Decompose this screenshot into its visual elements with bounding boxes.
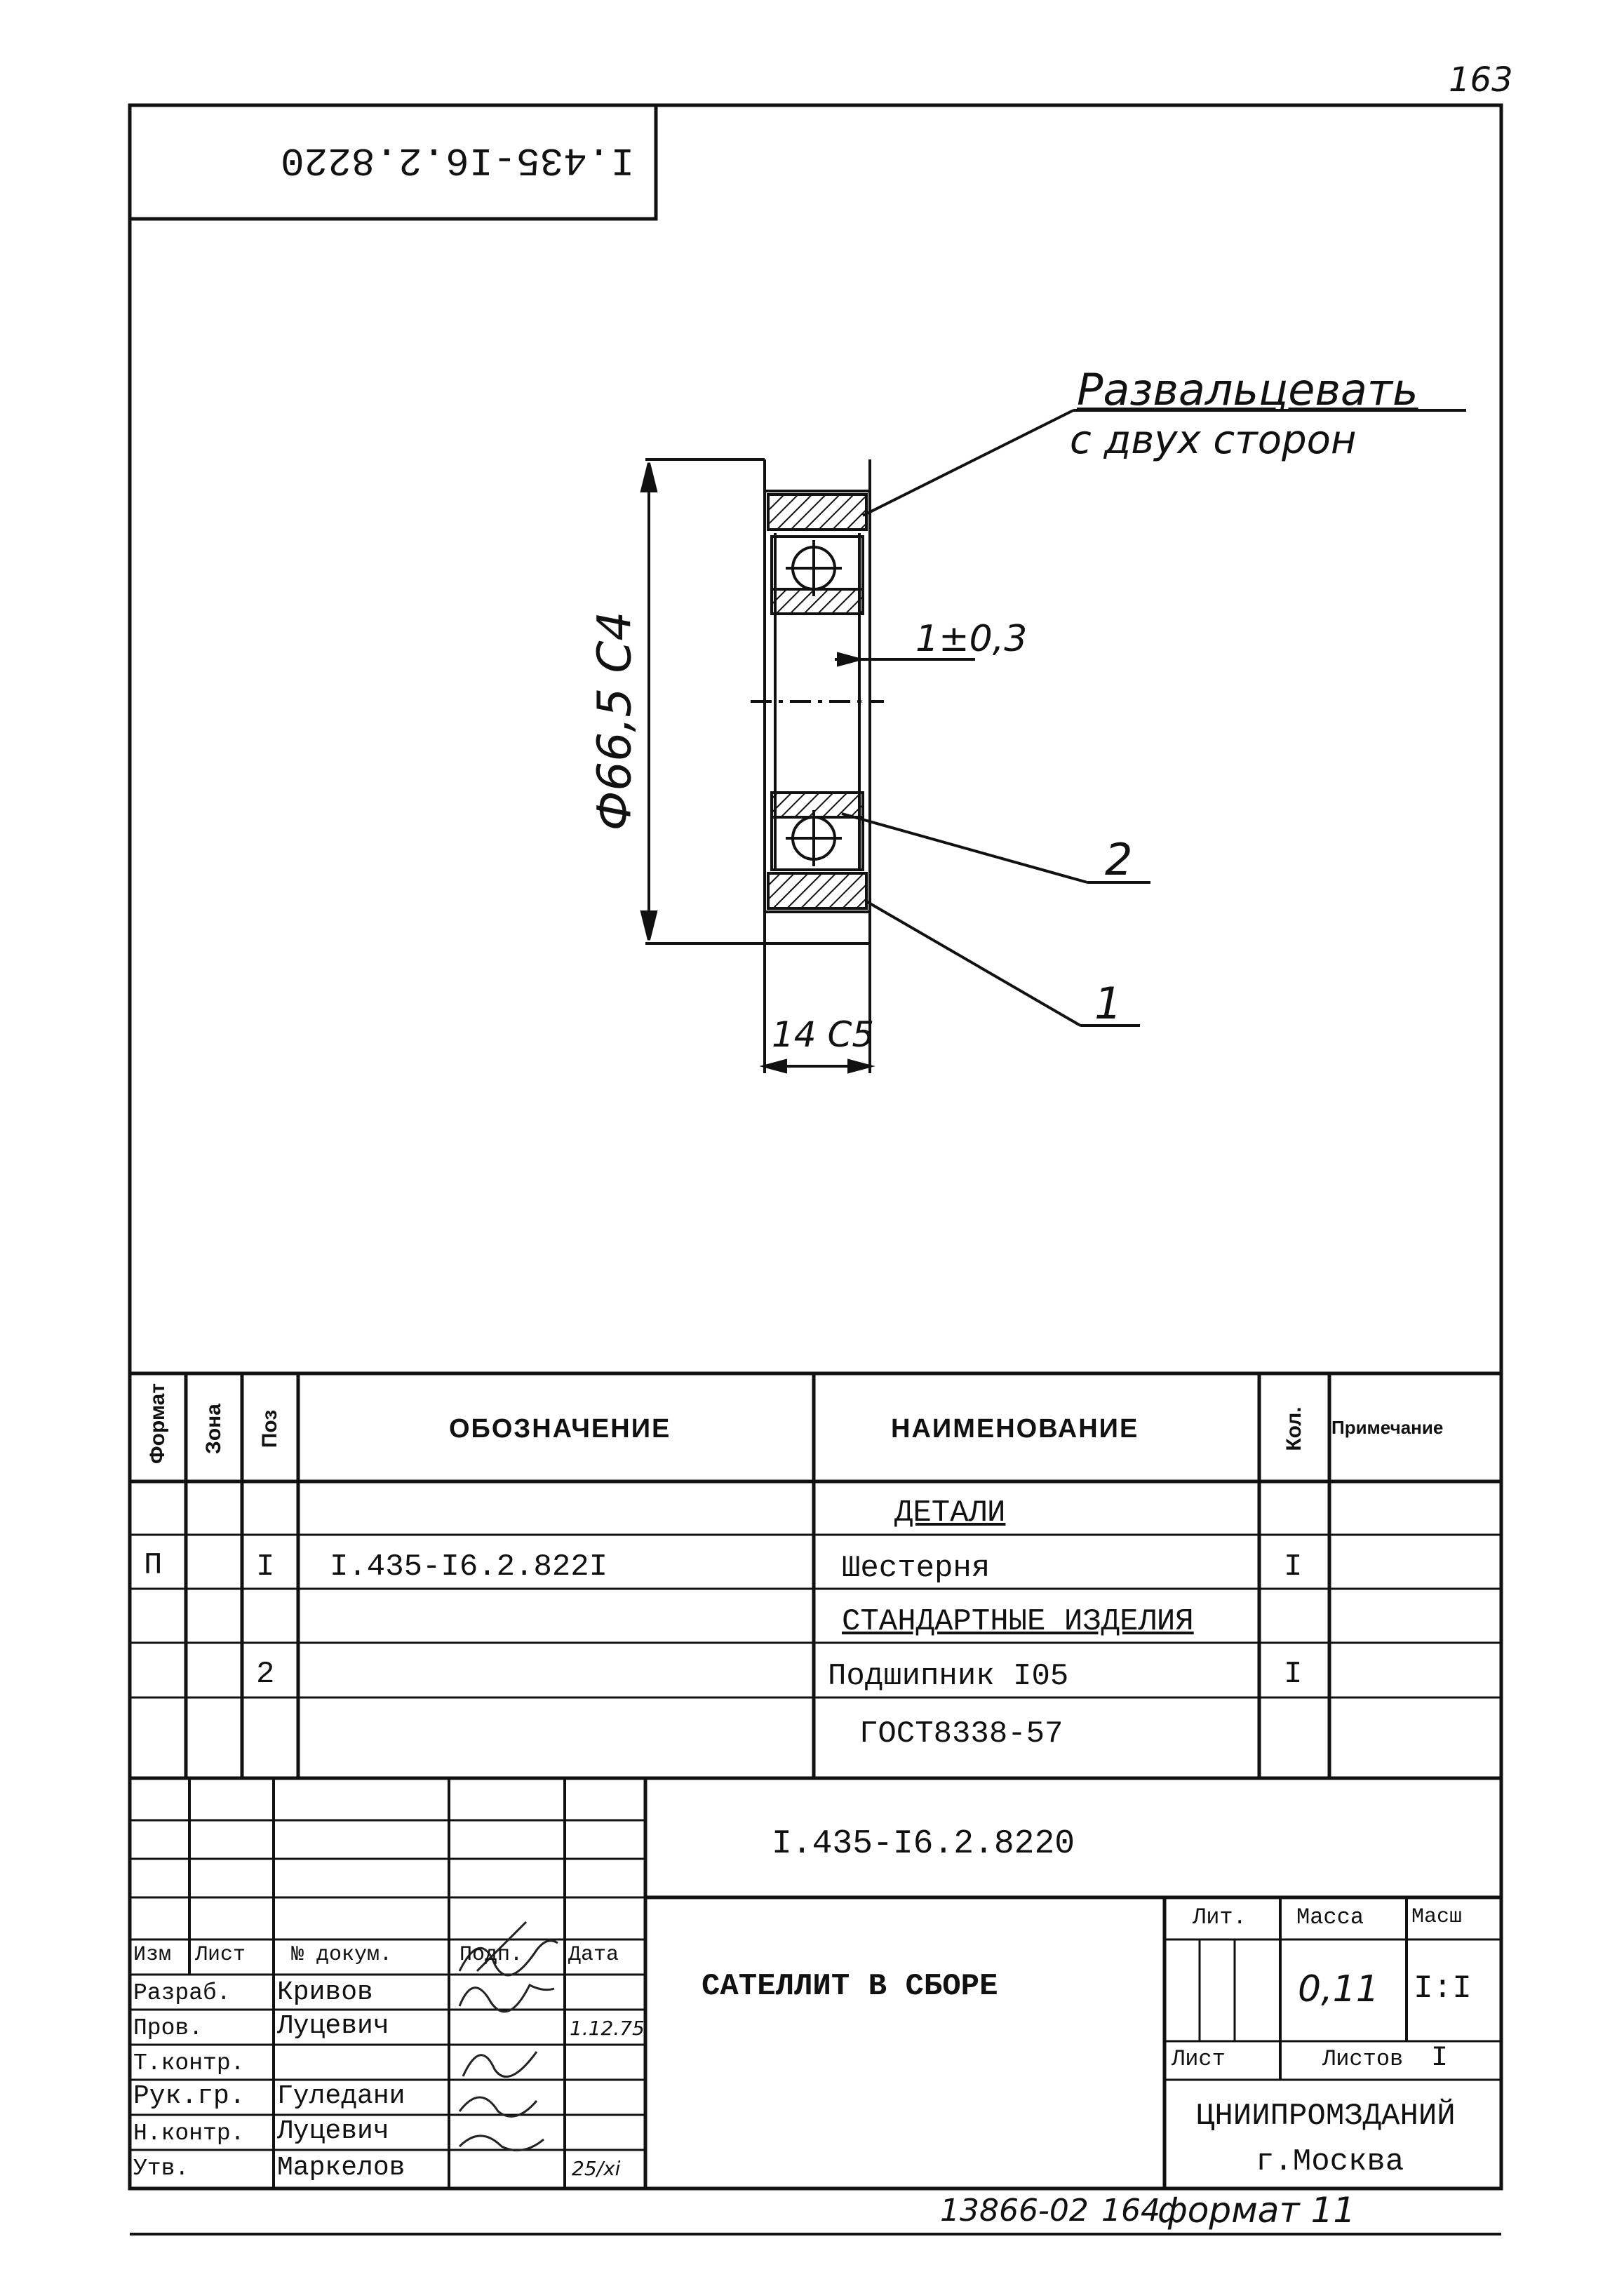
width-dimension: 14 С5 [772, 1014, 875, 1055]
sheets-label: Листов [1322, 2046, 1404, 2072]
name-razrab: Кривов [277, 1977, 373, 2008]
row2-name: Подшипник I05 [828, 1659, 1069, 1694]
col-sign: Подп. [459, 1943, 523, 1967]
drawing-title: САТЕЛЛИТ В СБОРЕ [702, 1969, 998, 2004]
row1-pos: I [256, 1549, 275, 1585]
date-utv: 25/xi [572, 2157, 621, 2180]
date-prov: 1.12.75 [570, 2017, 645, 2040]
scale-label: Масш [1411, 1905, 1463, 1929]
scale-value: I:I [1414, 1970, 1472, 2007]
col-izm: Изм [133, 1943, 172, 1967]
title-block-lines [130, 1778, 1501, 2235]
name-prov: Луцевич [277, 2011, 389, 2041]
mass-label: Масса [1296, 1904, 1364, 1930]
role-utv: Утв. [133, 2156, 189, 2181]
row2-pos: 2 [256, 1657, 275, 1692]
header-name: НАИМЕНОВАНИЕ [891, 1414, 1139, 1444]
row3-name: ГОСТ8338-57 [859, 1716, 1063, 1752]
footer-page: 164 [1101, 2193, 1160, 2228]
signatures [458, 1921, 558, 2152]
row2-qty: I [1284, 1657, 1303, 1692]
row1-qty: I [1284, 1549, 1303, 1585]
sheets-value: I [1431, 2043, 1449, 2074]
footer-format: формат 11 [1157, 2190, 1356, 2231]
role-tkontr: Т.контр. [133, 2050, 245, 2076]
header-designation: ОБОЗНАЧЕНИЕ [449, 1414, 671, 1444]
callout-2: 2 [1105, 834, 1133, 885]
section-standard: СТАНДАРТНЫЕ ИЗДЕЛИЯ [842, 1604, 1194, 1639]
header-qty: Кол. [1282, 1406, 1306, 1451]
footer-inventory: 13866-02 [940, 2193, 1089, 2228]
org-line2: г.Москва [1256, 2144, 1404, 2179]
row1-format: П [144, 1548, 163, 1583]
header-format: Формат [146, 1383, 169, 1464]
header-pos: Поз [258, 1409, 281, 1448]
bearing-section-drawing [640, 409, 1466, 1074]
gap-dimension: 1±0,3 [915, 618, 1028, 660]
name-utv: Маркелов [277, 2153, 405, 2183]
flare-note-line2: с двух сторон [1070, 417, 1357, 463]
col-date: Дата [568, 1943, 619, 1967]
flare-note-line1: Развальцевать [1077, 364, 1418, 415]
row1-name: Шестерня [842, 1551, 991, 1586]
callout-1: 1 [1094, 978, 1122, 1029]
col-doc: № докум. [291, 1943, 393, 1967]
spec-table-lines [130, 1371, 1501, 1780]
header-zone: Зона [202, 1404, 225, 1454]
header-note: Примечание [1331, 1417, 1444, 1438]
lit-label: Лит. [1193, 1904, 1247, 1930]
row1-designation: I.435-I6.2.822I [330, 1549, 608, 1585]
section-details: ДЕТАЛИ [894, 1495, 1006, 1531]
org-line1: ЦНИИПРОМЗДАНИЙ [1196, 2099, 1456, 2134]
diameter-dimension: Ф66,5 С4 [587, 611, 642, 831]
role-razrab: Разраб. [133, 1980, 231, 2006]
doc-code: I.435-I6.2.8220 [772, 1825, 1075, 1863]
page-number: 163 [1449, 60, 1513, 100]
name-nkontr: Луцевич [277, 2116, 389, 2146]
role-rukgr: Рук.гр. [133, 2081, 246, 2111]
role-nkontr: Н.контр. [133, 2120, 245, 2146]
name-rukgr: Гуледани [277, 2081, 405, 2111]
role-prov: Пров. [133, 2015, 203, 2041]
col-list: Лист [195, 1943, 246, 1967]
sheet-label: Лист [1172, 2046, 1226, 2072]
rotated-stamp-code: I.435-I6.2.8220 [281, 137, 635, 182]
mass-value: 0,11 [1298, 1968, 1379, 2010]
